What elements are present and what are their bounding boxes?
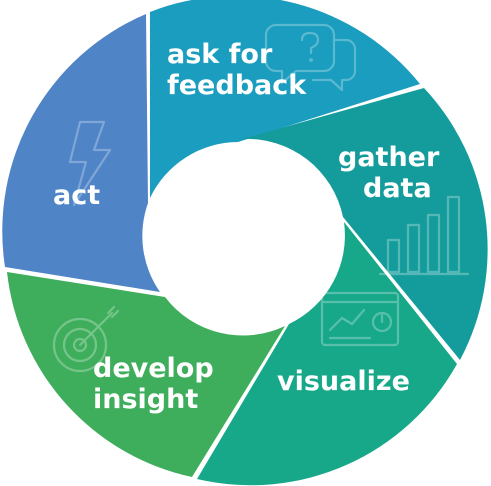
- segment-label-act: act: [53, 180, 100, 211]
- dashboard-chart-icon: [320, 291, 400, 347]
- segment-gather-data: [242, 88, 488, 360]
- segment-act: [2, 14, 160, 292]
- bar-chart-icon: [378, 195, 470, 276]
- segment-ask-for-feedback: [150, 0, 420, 198]
- segment-label-visualize: visualize: [277, 366, 410, 397]
- segment-visualize: [197, 222, 457, 486]
- speech-bubble-question-icon: [264, 23, 357, 92]
- target-icon: [52, 305, 120, 373]
- segment-develop-insight: [7, 272, 285, 477]
- lightning-bolt-icon: [68, 120, 112, 207]
